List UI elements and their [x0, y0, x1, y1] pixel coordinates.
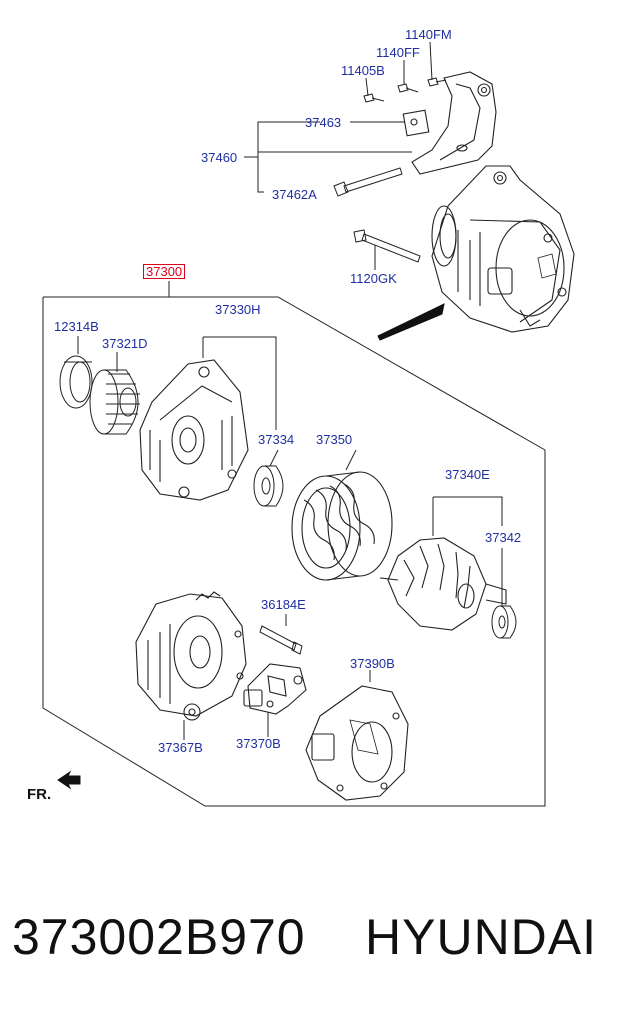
part-label-37367B[interactable]: 37367B: [158, 740, 203, 755]
part-label-37342[interactable]: 37342: [485, 530, 522, 545]
part-label-37340E[interactable]: 37340E: [445, 467, 490, 482]
front-arrow-icon: [57, 770, 81, 790]
part-label-37330H[interactable]: 37330H: [215, 302, 261, 317]
front-marker-label: FR.: [27, 786, 52, 803]
leaders-top: [77, 41, 503, 740]
assembly-arrow: [377, 303, 445, 341]
part-label-36184E[interactable]: 36184E: [261, 597, 306, 612]
pulley: [89, 369, 140, 435]
part-label-37390B[interactable]: 37390B: [350, 656, 395, 671]
front-bearing: [253, 465, 284, 507]
rear-cover: [305, 685, 409, 801]
bolts-top: [333, 77, 447, 263]
part-label-37460[interactable]: 37460: [201, 150, 238, 165]
rear-housing: [135, 591, 247, 721]
front-housing: [139, 359, 249, 501]
part-label-37300-highlighted[interactable]: 37300: [143, 264, 186, 279]
alternator-assembly: [431, 165, 575, 333]
part-label-37463[interactable]: 37463: [305, 115, 342, 130]
footer-brand: HYUNDAI: [365, 909, 598, 965]
footer-part-number: 373002B970: [12, 909, 306, 965]
part-label-37334[interactable]: 37334: [258, 432, 295, 447]
part-label-37462A[interactable]: 37462A: [272, 187, 317, 202]
part-label-37321D[interactable]: 37321D: [102, 336, 148, 351]
exploded-parts-diagram: [42, 41, 575, 807]
through-bolt: [259, 625, 303, 655]
part-label-37350[interactable]: 37350: [316, 432, 353, 447]
stator: [291, 471, 393, 581]
part-label-1140FF[interactable]: 1140FF: [376, 45, 420, 60]
part-label-37370B[interactable]: 37370B: [236, 736, 281, 751]
rotor: [379, 537, 507, 631]
part-label-1140FM[interactable]: 1140FM: [405, 27, 452, 42]
voltage-regulator: [243, 663, 307, 715]
pulley-cap: [59, 355, 93, 409]
mounting-bracket: [402, 71, 497, 175]
part-label-11405B[interactable]: 11405B: [341, 63, 385, 78]
assembly-outline: [42, 296, 546, 807]
part-label-1120GK[interactable]: 1120GK: [350, 271, 397, 286]
footer-caption: 373002B970 HYUNDAI: [0, 905, 620, 975]
rear-bearing: [491, 605, 517, 639]
part-label-12314B[interactable]: 12314B: [54, 319, 99, 334]
